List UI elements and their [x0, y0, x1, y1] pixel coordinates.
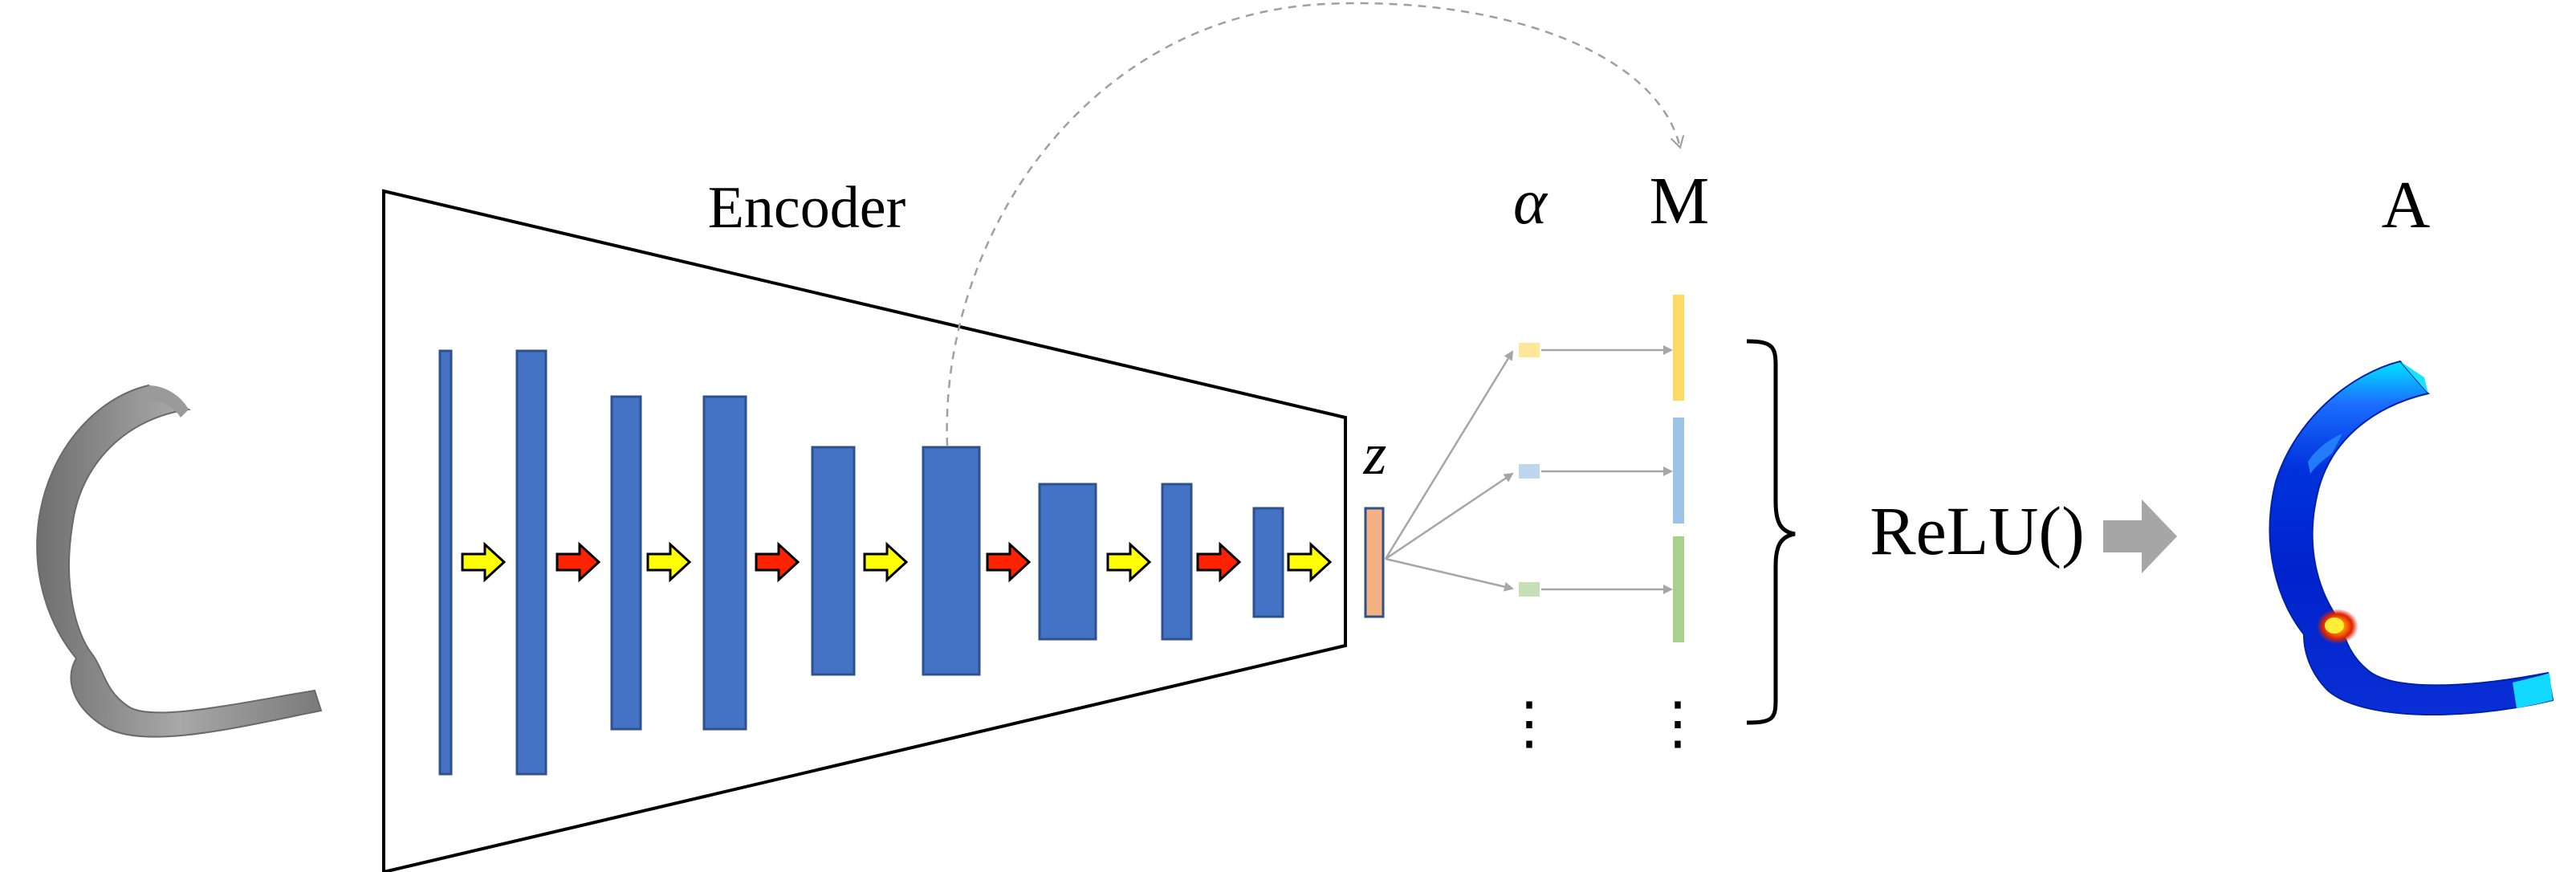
- alpha-to-M-connectors: [1541, 345, 1673, 594]
- alpha-coefficient-2: [1519, 464, 1540, 479]
- yellow-arrow-icon: [863, 541, 909, 583]
- latent-z-label: z: [1363, 422, 1387, 487]
- yellow-arrow-icon: [1287, 541, 1333, 583]
- encoder-layer-2: [515, 349, 547, 776]
- big-arrow-icon: [2103, 499, 2177, 573]
- layer-arrows: [461, 541, 1333, 583]
- output-heatmap-shape-icon: [2269, 360, 2554, 716]
- latent-to-alpha-connectors: [1384, 350, 1514, 592]
- M-basis-2: [1673, 418, 1684, 524]
- encoder-layer-9: [1252, 507, 1284, 618]
- encoder-blocks: [438, 349, 1284, 776]
- encoder-layer-5: [811, 446, 856, 676]
- M-label: M: [1650, 164, 1710, 238]
- skip-connection-curve: [946, 2, 1679, 446]
- red-arrow-icon: [555, 541, 601, 583]
- red-arrow-icon: [755, 541, 800, 583]
- latent-vector-z: [1364, 507, 1385, 618]
- encoder-layer-3: [610, 395, 642, 731]
- encoder-layer-6: [922, 446, 981, 676]
- alpha-coefficient-3: [1519, 582, 1540, 597]
- yellow-arrow-icon: [461, 541, 507, 583]
- red-arrow-icon: [1196, 541, 1242, 583]
- A-label: A: [2382, 168, 2431, 242]
- alpha-coefficient-1: [1519, 343, 1540, 357]
- M-basis-1: [1673, 295, 1684, 401]
- encoder-layer-7: [1038, 483, 1097, 641]
- red-arrow-icon: [986, 541, 1032, 583]
- M-ellipsis: ⋮: [1649, 691, 1707, 756]
- encoder-layer-4: [702, 395, 747, 731]
- encoder-label: Encoder: [708, 175, 906, 241]
- alpha-ellipsis: ⋮: [1500, 691, 1558, 756]
- yellow-arrow-icon: [1106, 541, 1152, 583]
- input-shape-icon: [36, 384, 323, 738]
- alpha-label: α: [1513, 167, 1548, 238]
- relu-label: ReLU(): [1870, 492, 2084, 569]
- right-brace: [1746, 339, 1796, 725]
- encoder-layer-1: [438, 349, 453, 776]
- encoder-layer-8: [1161, 483, 1193, 641]
- yellow-arrow-icon: [646, 541, 692, 583]
- M-basis-3: [1673, 536, 1684, 642]
